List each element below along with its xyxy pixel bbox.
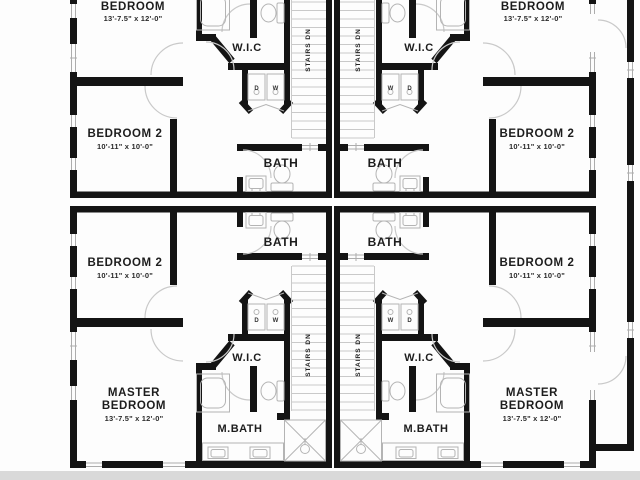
room-label-bedroom: BEDROOM — [101, 1, 165, 13]
dryer-label: D — [407, 86, 412, 92]
room-dims: 10'-11" x 10'-0" — [509, 271, 565, 280]
stairs-label: STAIRS DN — [305, 333, 312, 377]
room-dims: 10'-11" x 10'-0" — [509, 142, 565, 151]
room-label-wic: W.I.C — [232, 42, 261, 54]
room-label-master-line2: BEDROOM — [102, 400, 166, 412]
right-corridor — [588, 0, 634, 451]
room-label-bath: BATH — [264, 156, 299, 170]
labels-top-left-unit: BEDROOM 13'-7.5" x 12'-0" W.I.C D W BEDR… — [87, 1, 312, 170]
room-dims: 10'-11" x 10'-0" — [97, 142, 153, 151]
labels-bottom-left-unit: BEDROOM 2 10'-11" x 10'-0" BATH D W W.I.… — [87, 235, 312, 435]
room-label-wic: W.I.C — [404, 42, 433, 54]
washer-label: W — [273, 86, 279, 92]
room-label-wic: W.I.C — [232, 352, 261, 364]
room-label-bedroom2: BEDROOM 2 — [499, 128, 574, 140]
room-label-bedroom: BEDROOM — [501, 1, 565, 13]
stairs-label: STAIRS DN — [305, 28, 312, 72]
corridor-windows — [627, 62, 634, 338]
corridor-door-arcs — [597, 19, 627, 385]
room-label-bedroom2: BEDROOM 2 — [87, 128, 162, 140]
room-dims: 13'-7.5" x 12'-0" — [105, 414, 164, 423]
room-label-bath: BATH — [264, 235, 299, 249]
room-label-mbath: M.BATH — [404, 423, 449, 435]
room-dims: 10'-11" x 10'-0" — [97, 271, 153, 280]
stairs-label: STAIRS DN — [355, 333, 362, 377]
room-label-bath: BATH — [368, 235, 403, 249]
room-label-bedroom2: BEDROOM 2 — [499, 257, 574, 269]
room-label-bath: BATH — [368, 156, 403, 170]
room-dims: 13'-7.5" x 12'-0" — [504, 14, 563, 23]
room-dims: 13'-7.5" x 12'-0" — [104, 14, 163, 23]
dryer-label: D — [254, 318, 259, 324]
labels-top-right-unit: BEDROOM 13'-7.5" x 12'-0" W.I.C W D BEDR… — [355, 1, 574, 170]
room-label-wic: W.I.C — [404, 352, 433, 364]
washer-label: W — [388, 86, 394, 92]
room-label-mbath: M.BATH — [218, 423, 263, 435]
room-label-master-line1: MASTER — [506, 387, 558, 399]
dryer-label: D — [407, 318, 412, 324]
room-label-bedroom2: BEDROOM 2 — [87, 257, 162, 269]
room-label-master-line1: MASTER — [108, 387, 160, 399]
washer-label: W — [388, 318, 394, 324]
room-dims: 13'-7.5" x 12'-0" — [503, 414, 562, 423]
room-label-master-line2: BEDROOM — [500, 400, 564, 412]
dryer-label: D — [254, 86, 259, 92]
labels-bottom-right-unit: BEDROOM 2 10'-11" x 10'-0" BATH W D W.I.… — [355, 235, 574, 435]
stairs-label: STAIRS DN — [355, 28, 362, 72]
washer-label: W — [273, 318, 279, 324]
photo-letterbox-bottom — [0, 471, 640, 480]
